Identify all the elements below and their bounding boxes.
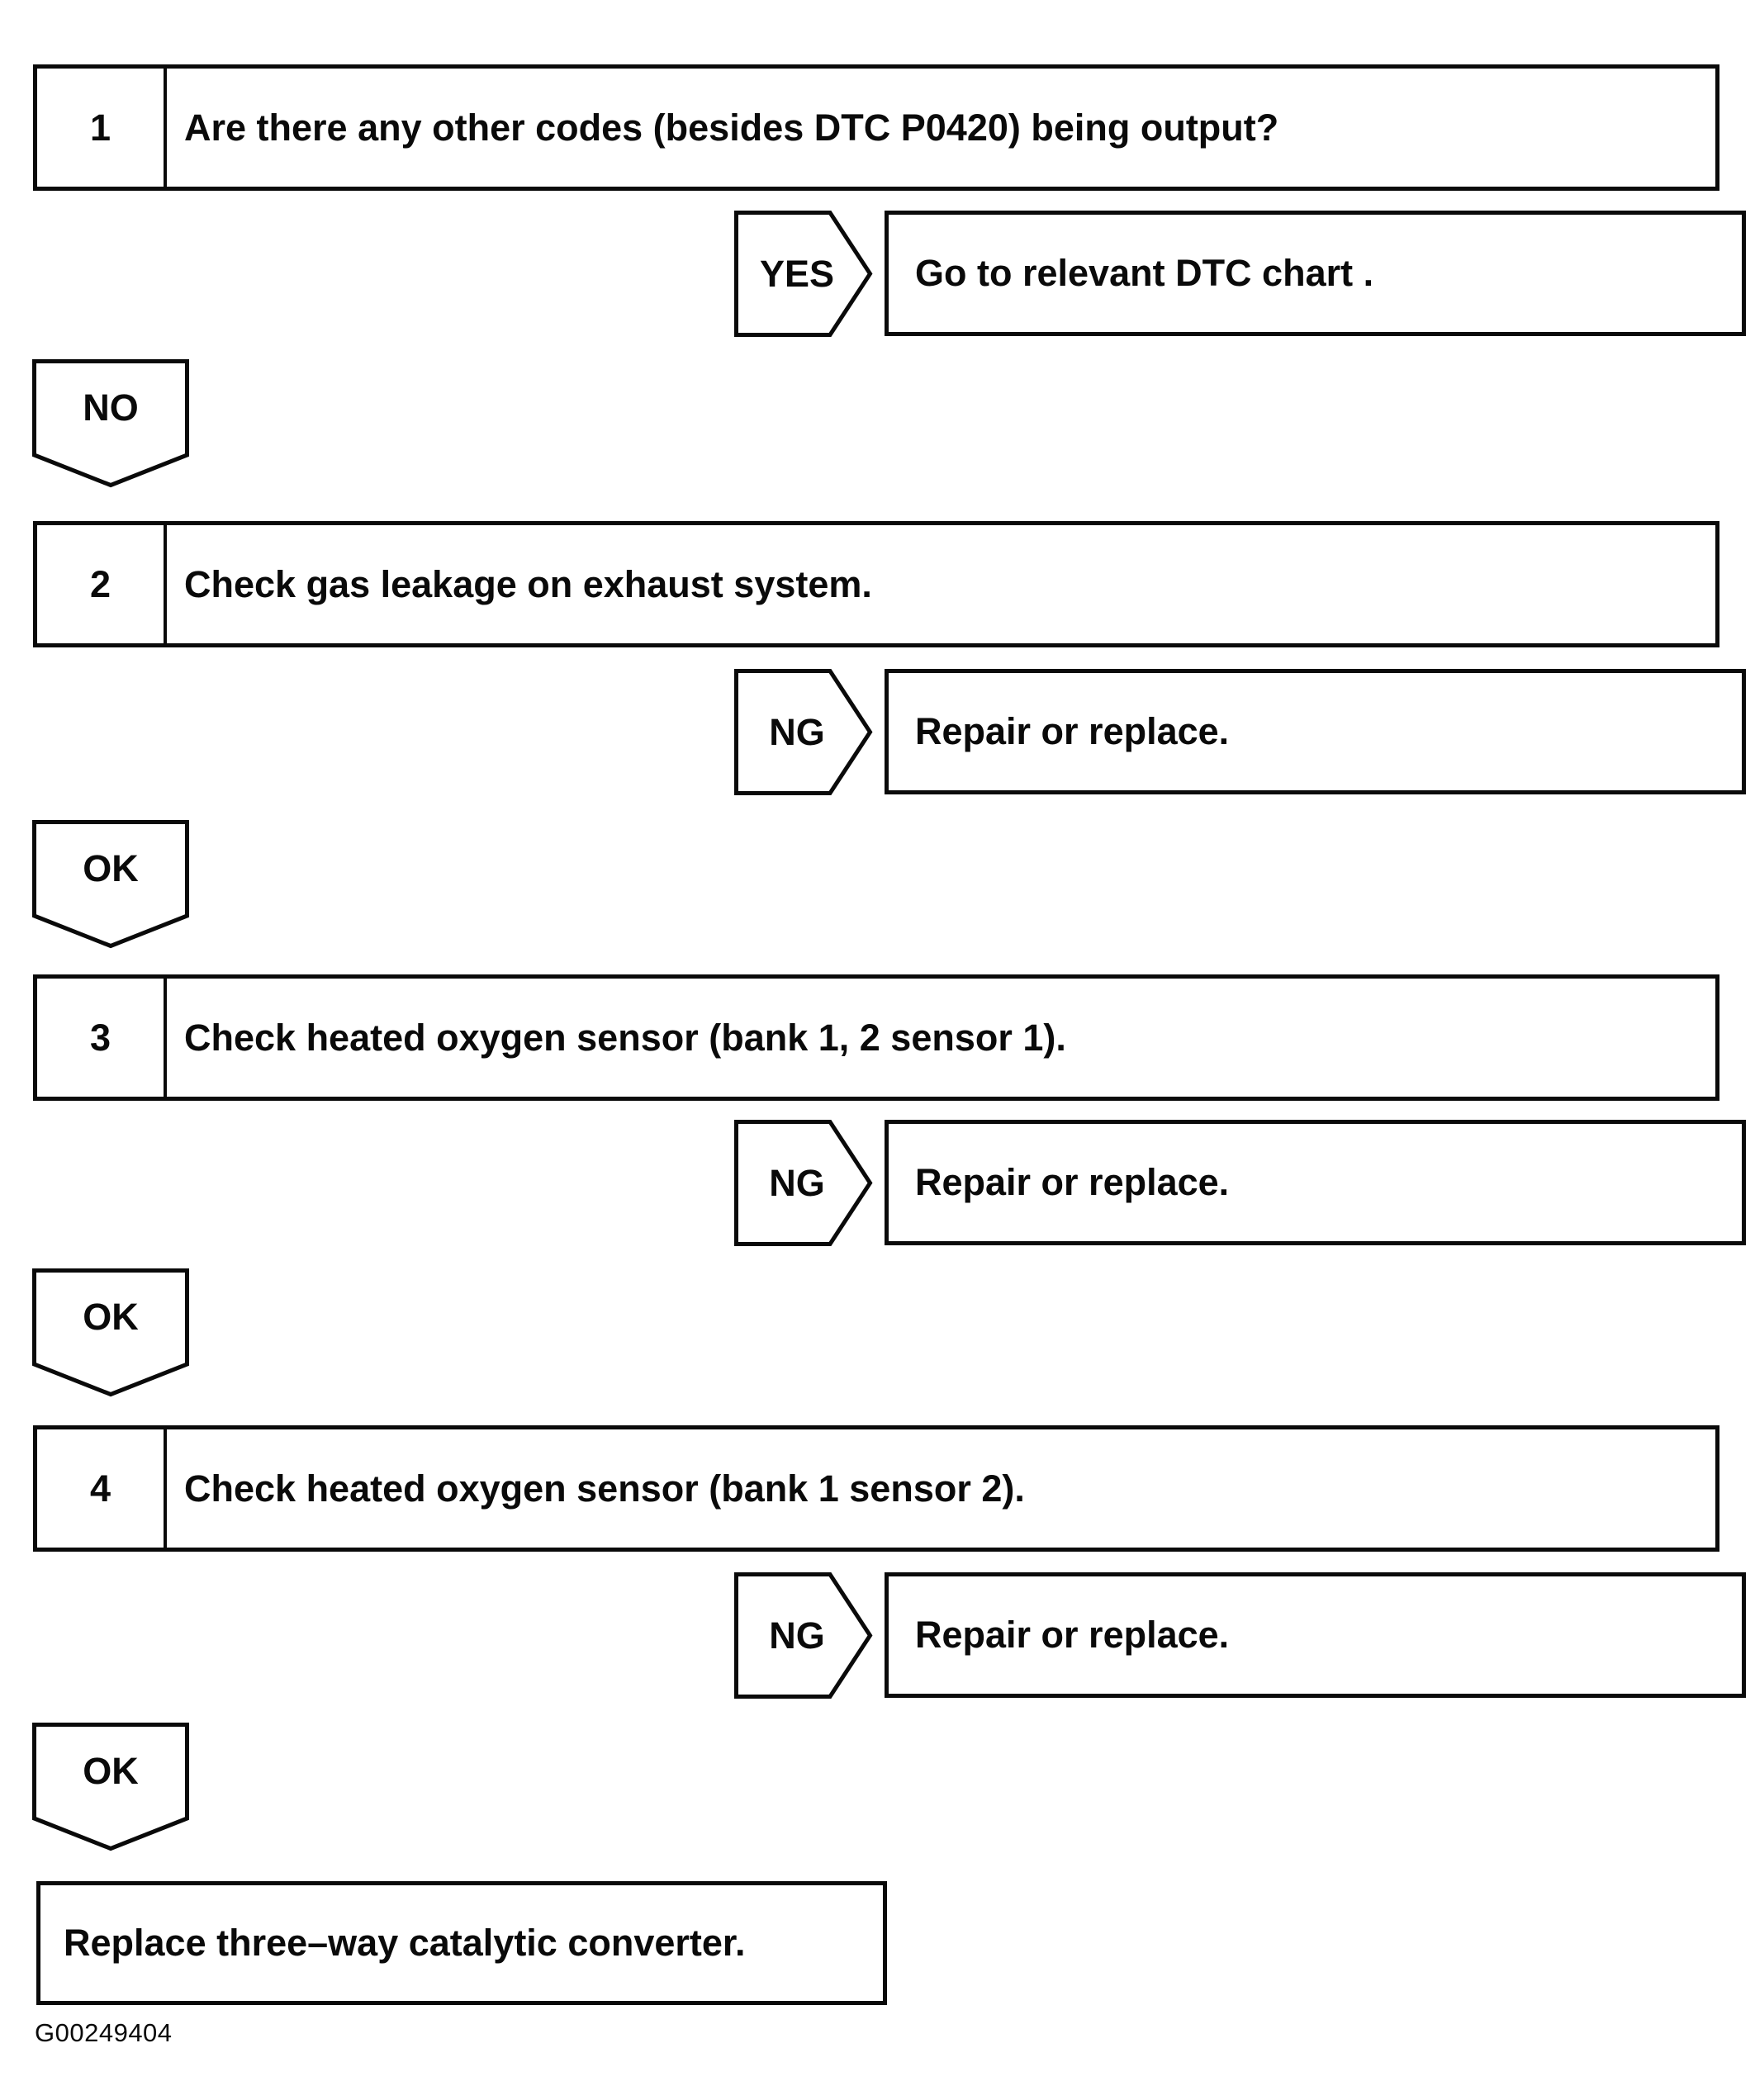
step-2-branch-label: NG [769,710,825,753]
step-4-question: Check heated oxygen sensor (bank 1 senso… [184,1467,1025,1510]
step-1-branch-label: YES [759,252,835,295]
step-3-continue: OK [32,1268,189,1397]
continue-arrow-icon [32,820,189,949]
step-1-box: 1 Are there any other codes (besides DTC… [33,64,1719,191]
step-1-continue: NO [32,359,189,488]
step-2-number: 2 [37,525,167,643]
continue-arrow-icon [32,1723,189,1851]
step-3-branch-result: Repair or replace. [885,1120,1746,1245]
figure-code: G00249404 [35,2018,173,2047]
step-4-branch: NG [734,1572,873,1699]
step-1-question: Are there any other codes (besides DTC P… [184,106,1279,149]
step-2-branch: NG [734,669,873,795]
step-4-box: 4 Check heated oxygen sensor (bank 1 sen… [33,1425,1719,1552]
step-3-continue-label: OK [83,1295,139,1338]
continue-arrow-icon [32,1268,189,1397]
step-4-branch-result: Repair or replace. [885,1572,1746,1698]
step-3-box: 3 Check heated oxygen sensor (bank 1, 2 … [33,974,1719,1101]
step-4-continue: OK [32,1723,189,1851]
step-1-continue-label: NO [83,386,139,429]
step-2-question: Check gas leakage on exhaust system. [184,562,872,605]
step-3-branch: NG [734,1120,873,1246]
step-3-question: Check heated oxygen sensor (bank 1, 2 se… [184,1016,1066,1059]
continue-arrow-icon [32,359,189,488]
branch-chevron-icon [734,669,873,795]
step-2-continue-label: OK [83,846,139,889]
step-4-continue-label: OK [83,1749,139,1792]
step-2-box: 2 Check gas leakage on exhaust system. [33,521,1719,647]
branch-chevron-icon [734,211,873,337]
step-4-branch-label: NG [769,1614,825,1657]
step-2-branch-result: Repair or replace. [885,669,1746,794]
step-3-branch-label: NG [769,1161,825,1204]
step-1-branch-result: Go to relevant DTC chart . [885,211,1746,336]
final-action-box: Replace three–way catalytic converter. [36,1881,887,2005]
step-3-number: 3 [37,979,167,1097]
step-1-number: 1 [37,69,167,187]
step-4-number: 4 [37,1429,167,1548]
step-2-continue: OK [32,820,189,949]
branch-chevron-icon [734,1572,873,1699]
branch-chevron-icon [734,1120,873,1246]
step-1-branch: YES [734,211,873,337]
